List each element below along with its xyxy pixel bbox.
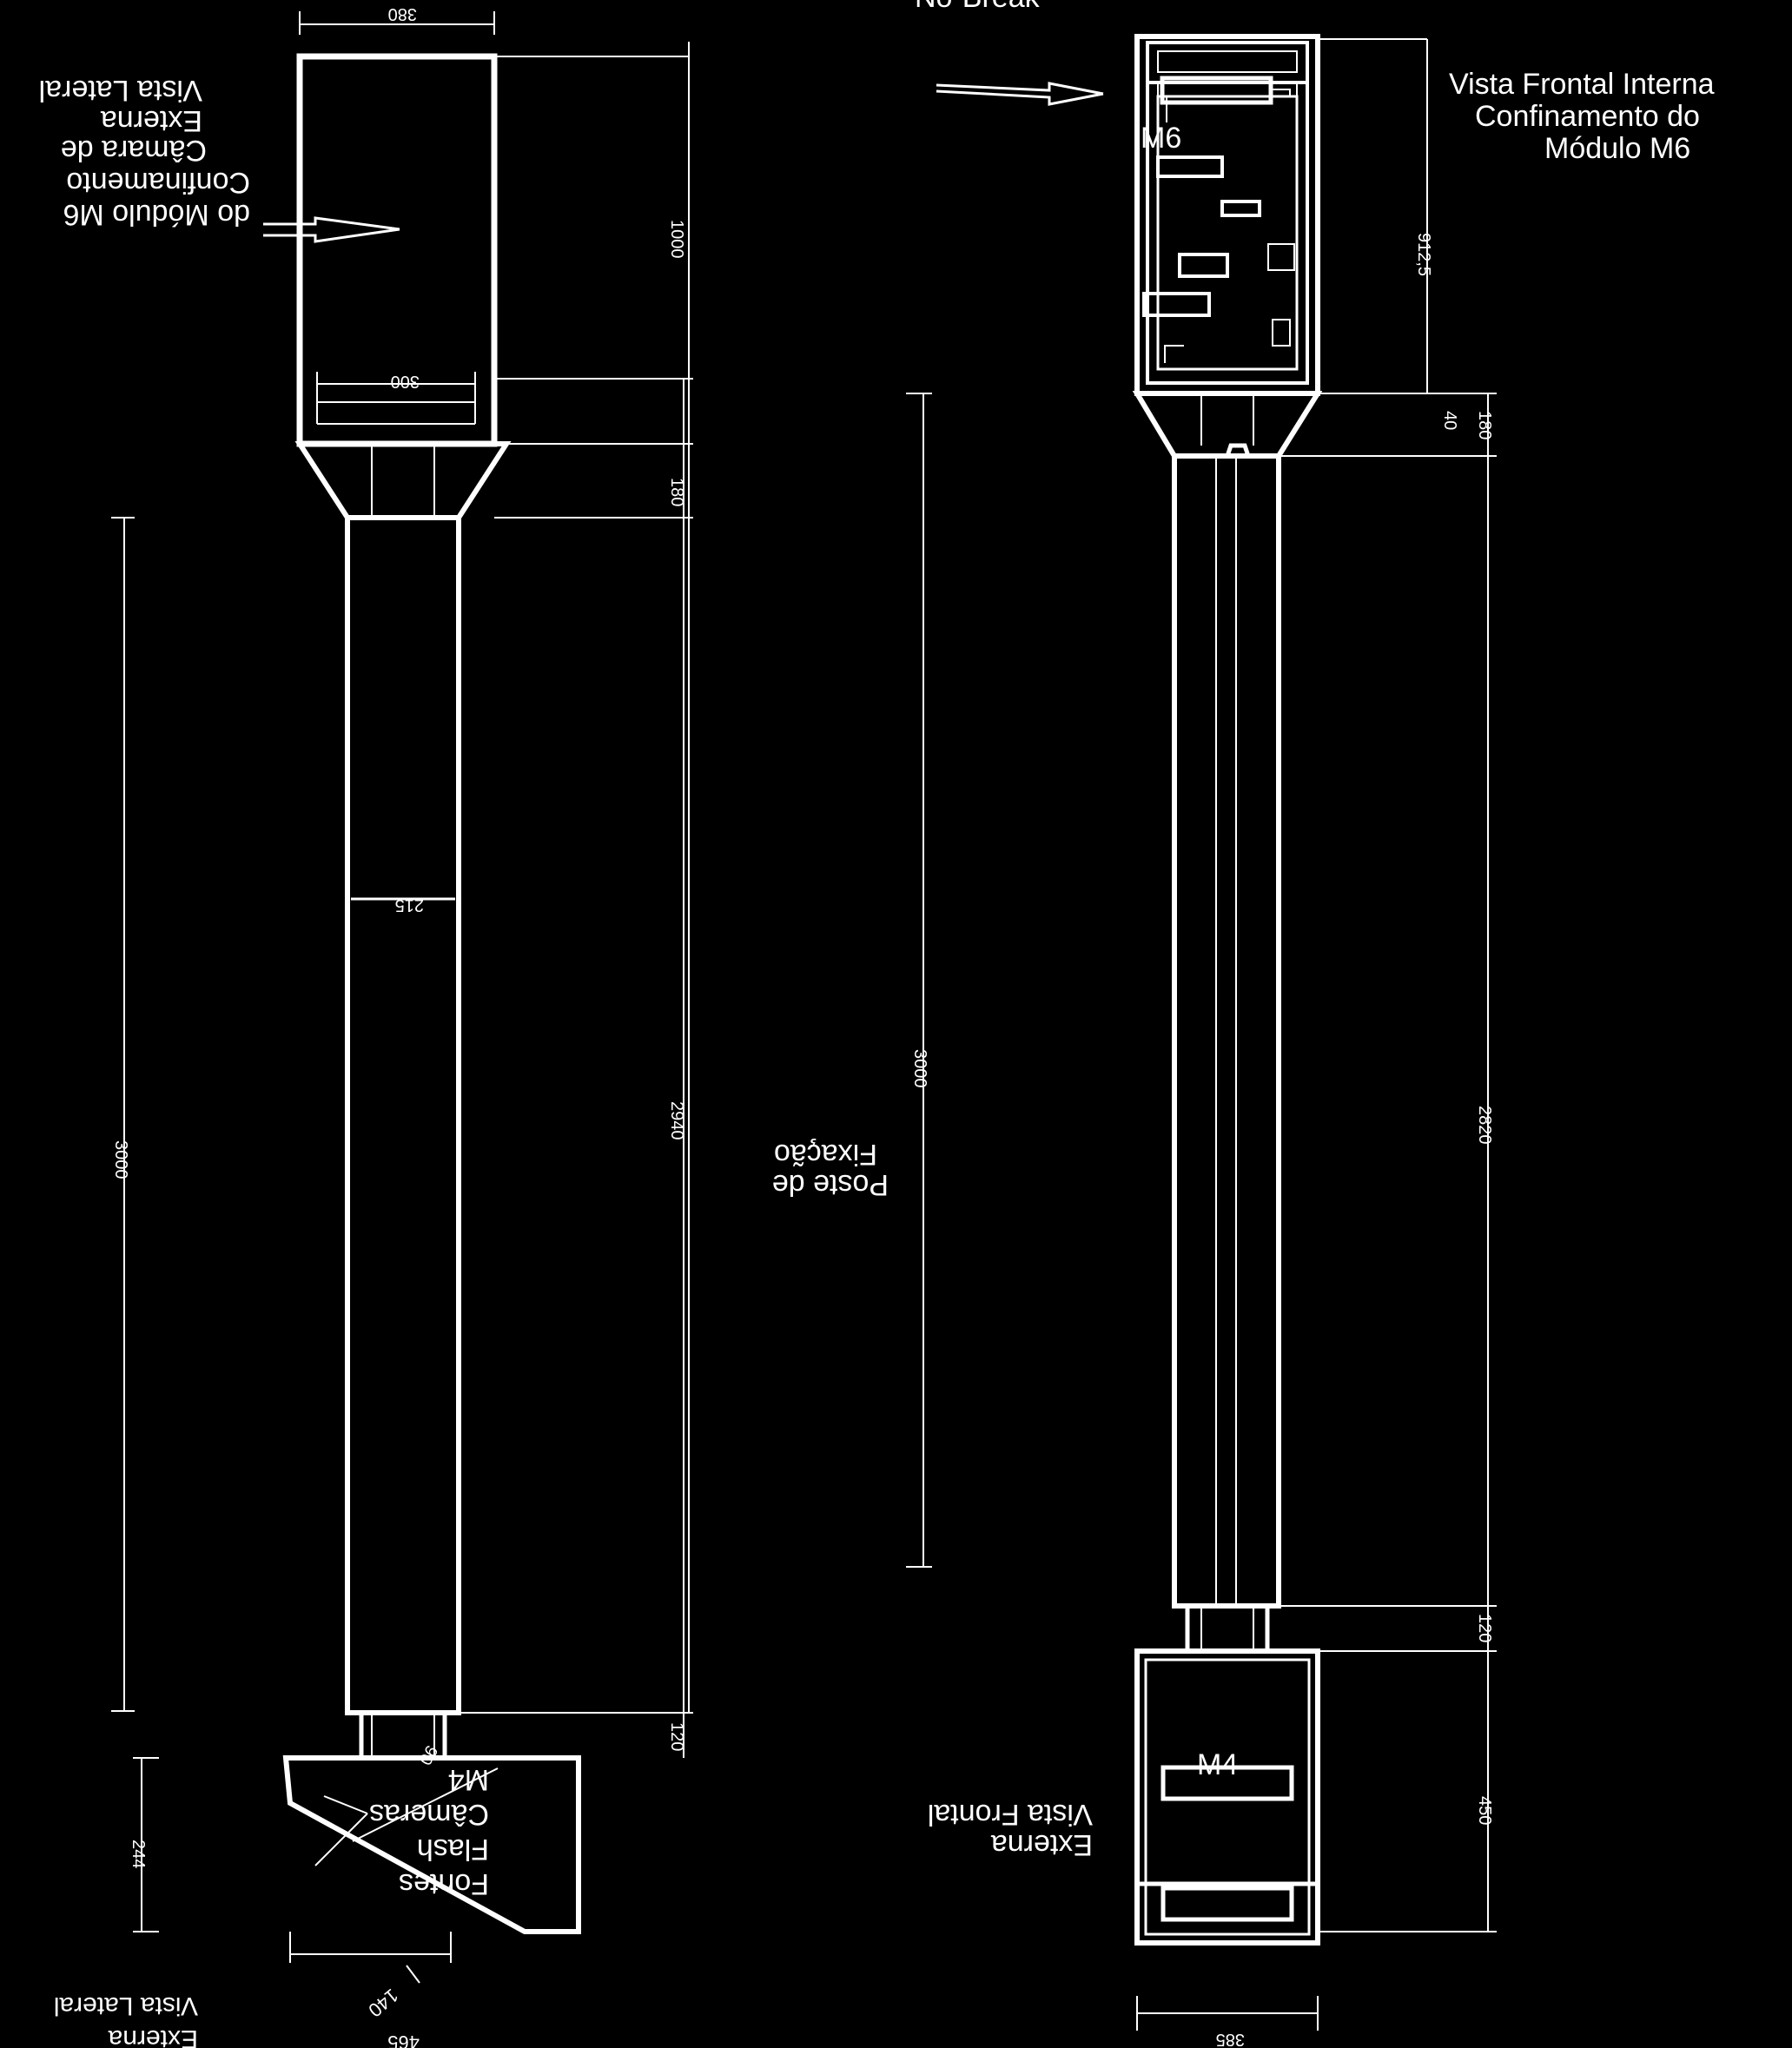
front-dim-chamber-height: 912,5 (1414, 233, 1433, 276)
side-view-top-line2: Externa (101, 104, 202, 137)
front-dim-taper-top: 40 (1440, 411, 1459, 430)
side-view-base-line4: Fontes (399, 1867, 489, 1900)
side-view-base-module (282, 1755, 581, 1934)
front-dim-base-height: 450 (1475, 1796, 1494, 1825)
front-view-taper (1132, 391, 1323, 459)
front-view-dimensions (906, 38, 1497, 2031)
dim-base-width: 465 (387, 2031, 420, 2048)
front-view-base-module (1134, 1648, 1320, 1946)
front-module-bottom: M4 (1197, 1748, 1238, 1781)
dim-base-diag: 90 (415, 1742, 441, 1768)
front-dim-base-width: 385 (1216, 2030, 1245, 2048)
no-break-label: No-Break (915, 0, 1041, 14)
side-view-top-line1: Vista Lateral (39, 74, 202, 107)
front-view-camera-chamber (1134, 34, 1320, 396)
camera-chamber-line3: do Módulo M6 (63, 198, 250, 231)
front-dim-taper-height: 180 (1475, 411, 1494, 439)
front-view-module-boxes (1142, 76, 1273, 317)
dim-pole-total: 2940 (667, 1101, 686, 1140)
dim-base-height: 244 (129, 1840, 148, 1868)
front-view-pole (1172, 443, 1281, 1609)
side-view-camera-chamber (296, 53, 498, 447)
dim-chamber-height: 1000 (667, 220, 686, 259)
side-view-arrow (263, 216, 400, 243)
side-view-base-line2: Câmeras (369, 1798, 489, 1831)
dim-taper-height: 180 (667, 478, 686, 506)
camera-chamber-line1: Câmara de (61, 134, 207, 167)
dim-pole-length: 3000 (111, 1140, 130, 1179)
front-internal-line1: Vista Frontal Interna (1449, 68, 1715, 101)
dim-top-width: 380 (388, 4, 417, 23)
front-view-title-line2: Externa (991, 1828, 1093, 1861)
side-view-dimensions (111, 11, 693, 1984)
side-view-title-line2: Externa (108, 2025, 198, 2048)
front-dim-pole-length: 3000 (910, 1049, 929, 1088)
side-view-pole (345, 515, 461, 1715)
camera-chamber-line2: Confinamento (66, 166, 250, 199)
dim-neck-height: 120 (667, 1722, 686, 1751)
front-view-neck (1185, 1603, 1270, 1654)
post-label-line1: Poste de (772, 1168, 889, 1201)
front-dim-neck-height: 120 (1475, 1614, 1494, 1642)
front-module-top: M6 (1141, 122, 1181, 155)
dim-inner-width: 300 (391, 372, 420, 391)
front-view-arrow (936, 82, 1104, 106)
side-view-base-line3: Flash (417, 1833, 489, 1866)
side-view-title-line1: Vista Lateral (54, 1992, 198, 2020)
side-view-base-line1: M4 (448, 1763, 489, 1796)
post-label-line2: Fixação (774, 1138, 877, 1171)
dim-base-slant: 140 (364, 1985, 402, 2022)
front-internal-line3: Módulo M6 (1544, 132, 1690, 165)
front-internal-line2: Confinamento do (1475, 100, 1700, 133)
front-dim-pole-total: 2820 (1475, 1106, 1494, 1145)
dim-pole-width: 215 (395, 895, 424, 915)
front-view-title-line1: Vista Frontal (928, 1798, 1093, 1831)
side-view-taper (294, 441, 512, 520)
